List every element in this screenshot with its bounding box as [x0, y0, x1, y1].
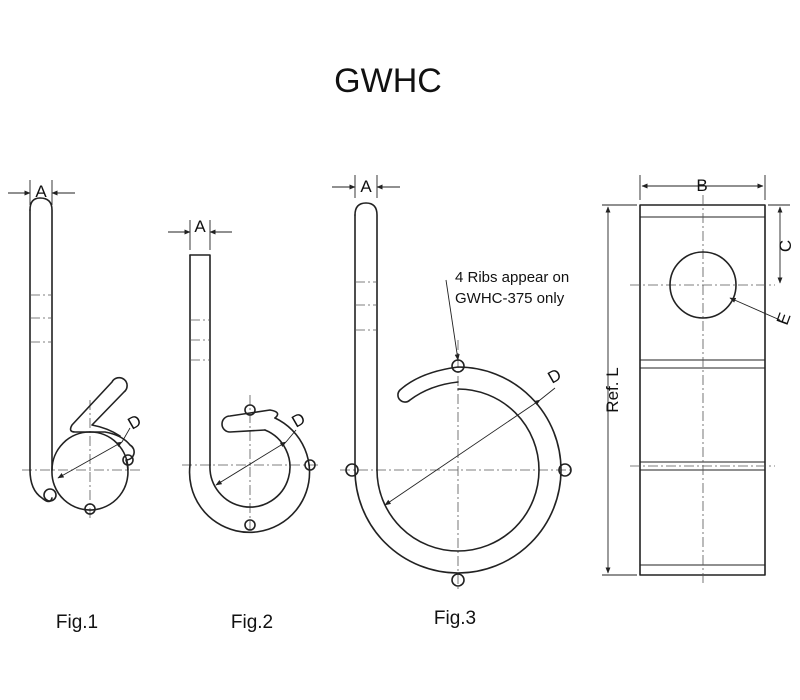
side-ref-l-label: Ref. L — [603, 367, 622, 412]
side-b-label: B — [696, 176, 707, 195]
fig2-hanger — [168, 220, 318, 534]
side-view-strap — [602, 175, 790, 585]
fig3-hanger — [332, 175, 572, 590]
fig1-d-label: D — [125, 411, 145, 434]
drawing-title: GWHC — [334, 62, 442, 100]
fig2-d-label: D — [289, 409, 309, 432]
fig3-caption: Fig.3 — [434, 608, 476, 629]
side-c-label: C — [776, 240, 795, 252]
fig3-rib-note-line2: GWHC-375 only — [455, 290, 565, 307]
fig1-a-label: A — [35, 182, 47, 201]
fig2-caption: Fig.2 — [231, 612, 273, 633]
fig1-hanger — [8, 180, 140, 520]
fig3-rib-note-line1: 4 Ribs appear on — [455, 269, 569, 286]
fig3-d-label: D — [545, 365, 565, 388]
fig3-a-label: A — [360, 177, 372, 196]
fig2-a-label: A — [194, 217, 206, 236]
fig1-caption: Fig.1 — [56, 612, 98, 633]
side-e-label: E — [773, 310, 795, 327]
